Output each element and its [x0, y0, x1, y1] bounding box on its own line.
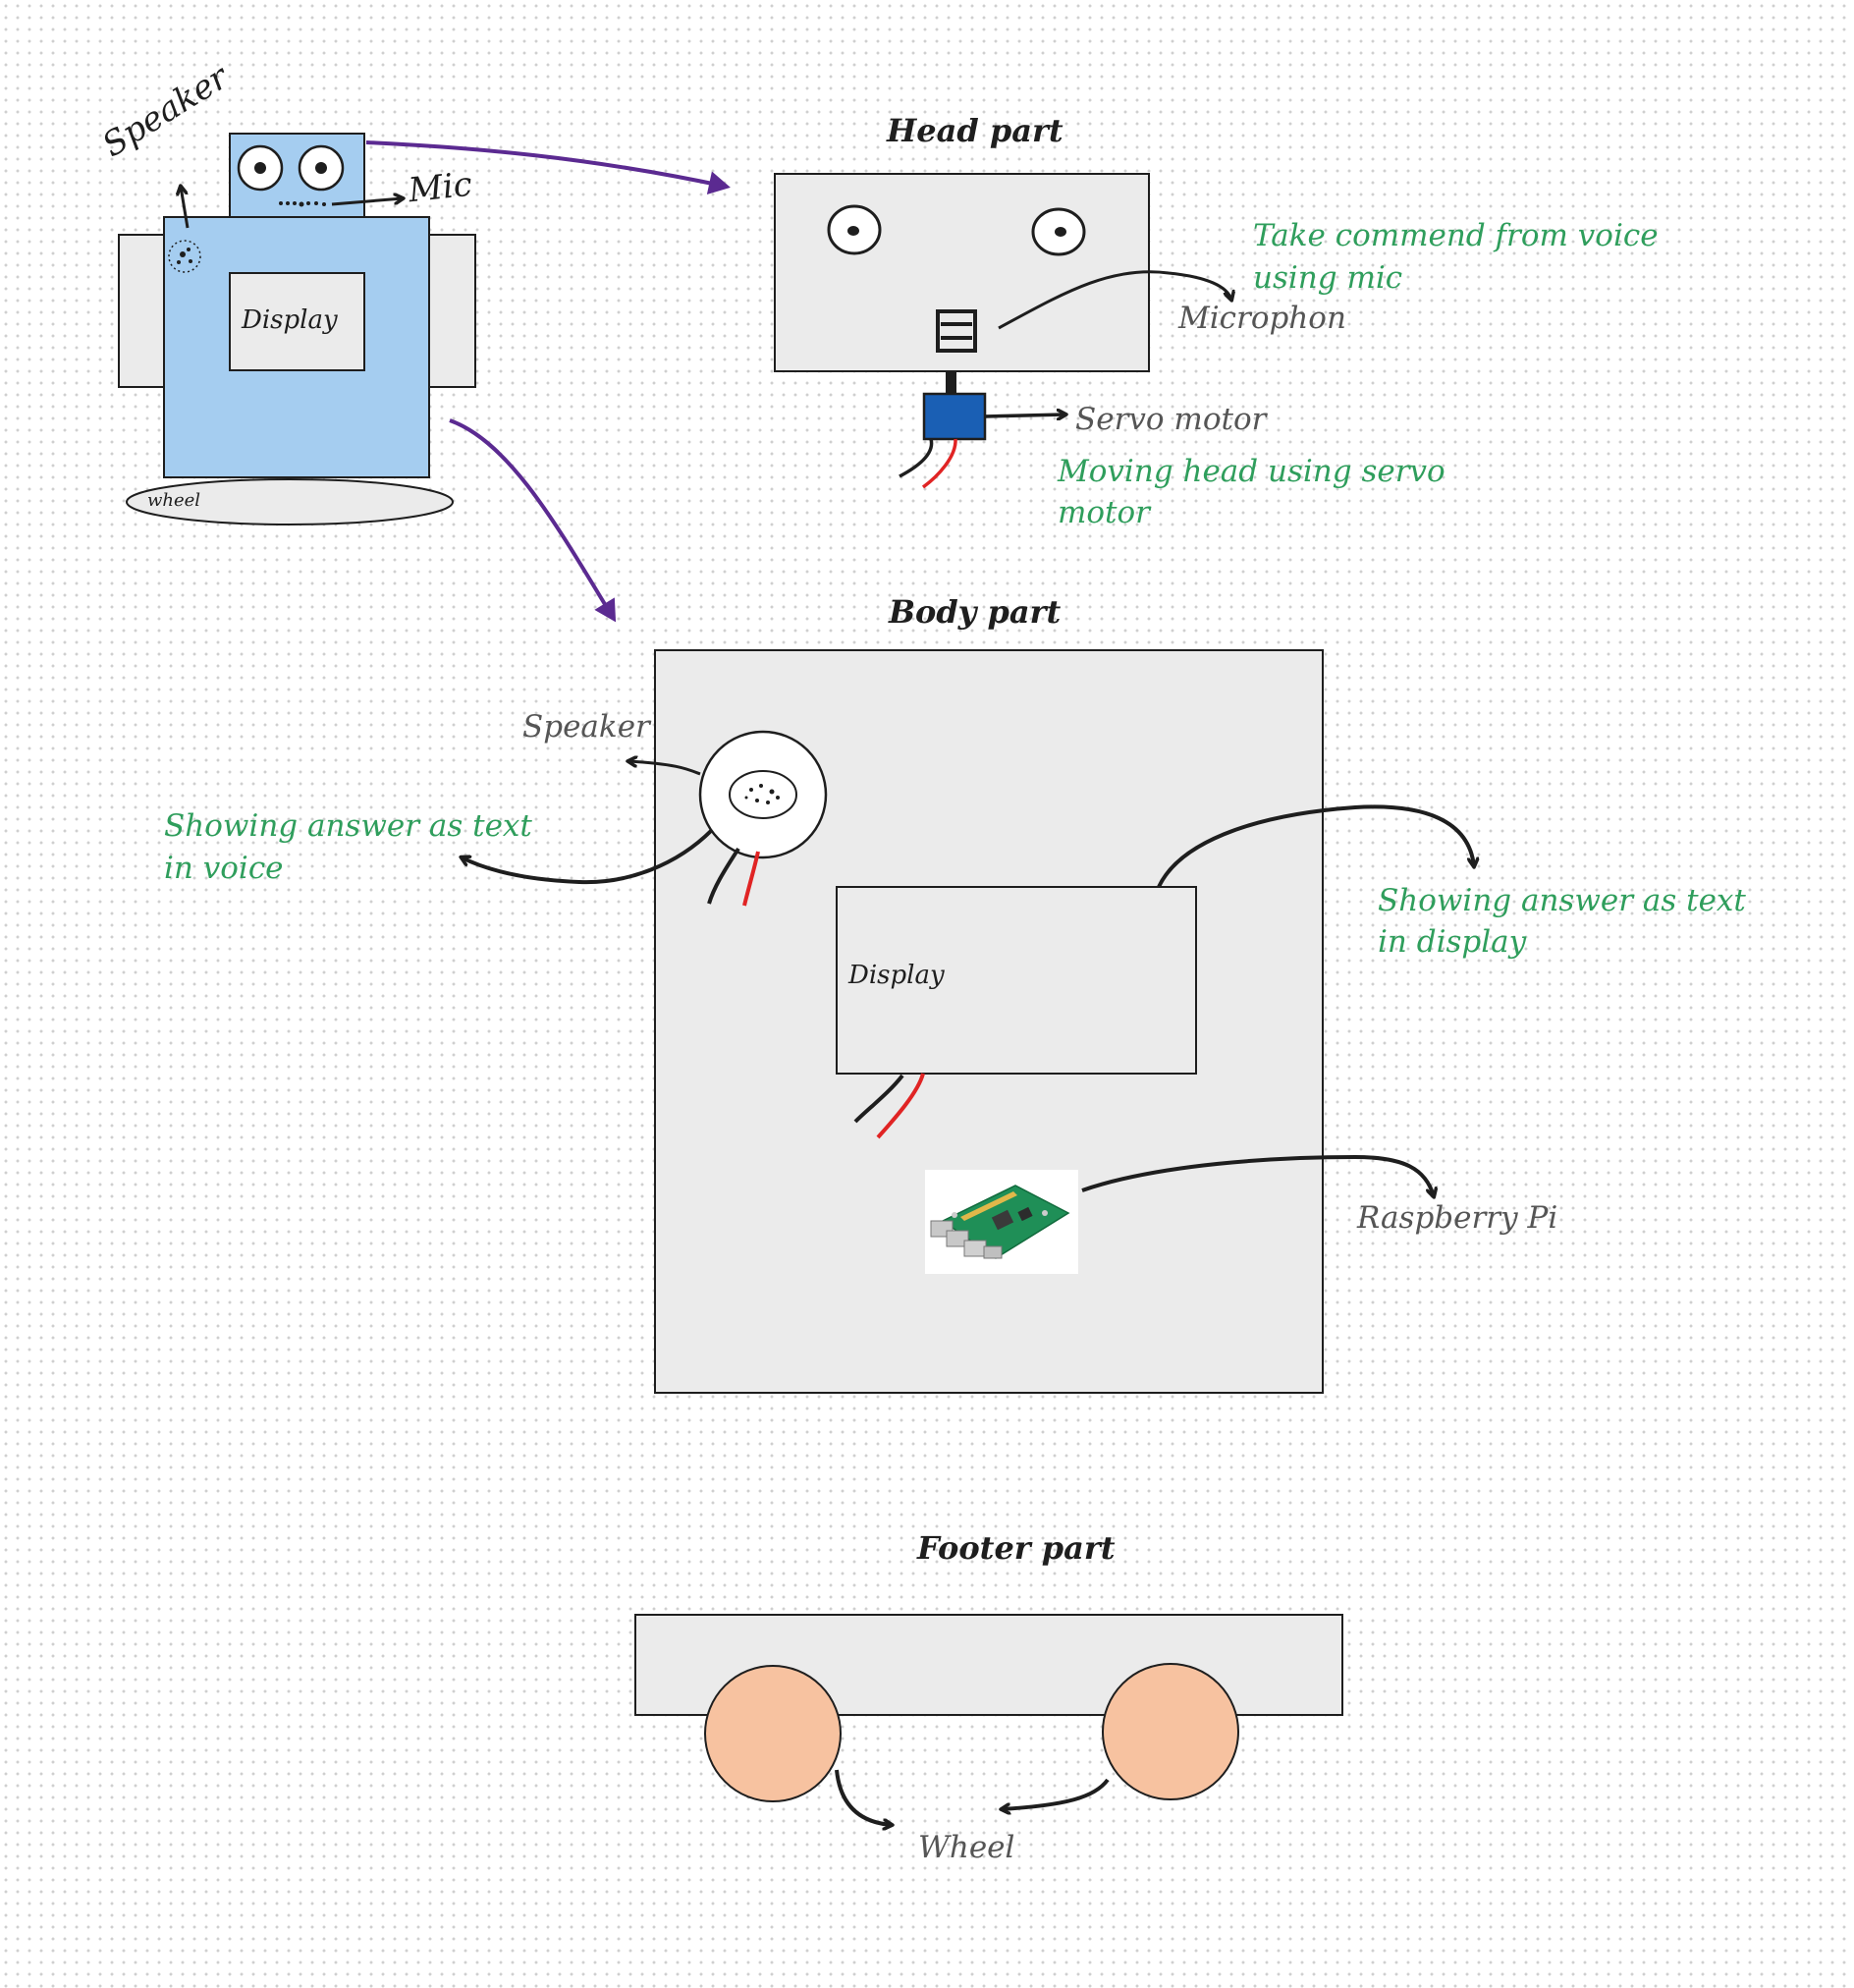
footer-part-title: Footer part: [917, 1529, 1116, 1567]
raspberry-pi-image: [925, 1170, 1078, 1274]
robot-display: [229, 272, 365, 371]
robot-wheel: [126, 478, 454, 525]
servo-wire-red: [921, 438, 957, 489]
robot-mic-dots: [279, 201, 326, 207]
arrow-to-head-part: [365, 140, 731, 194]
robot-left-arm: [118, 234, 165, 388]
overview-mic-label: Mic: [407, 164, 474, 211]
body-speaker-label: Speaker: [522, 709, 650, 745]
arrow-to-body-part: [449, 418, 617, 623]
left-wheel-arrow: [835, 1769, 892, 1825]
speaker-wire-black: [707, 847, 740, 905]
speaker-wire-red: [742, 851, 760, 907]
mic-pointer-arrow: [331, 198, 403, 206]
overview-wheel-label: wheel: [147, 490, 201, 511]
body-part-title: Body part: [889, 593, 1062, 631]
head-part: [774, 173, 1231, 489]
display-note-line1: Showing answer as text: [1378, 883, 1746, 918]
microphone-label: Microphon: [1178, 301, 1346, 336]
right-wheel-arrow: [1002, 1778, 1110, 1809]
microphone-note-line2: using mic: [1253, 260, 1403, 296]
overview-display-label: Display: [242, 305, 338, 335]
head-box: [774, 173, 1150, 372]
servo-note-line1: Moving head using servo: [1058, 454, 1445, 489]
body-display-label: Display: [848, 961, 945, 990]
robot-right-arm: [428, 234, 476, 388]
servo-motor-label: Servo motor: [1075, 402, 1267, 437]
raspberry-pi-label: Raspberry Pi: [1357, 1200, 1558, 1236]
body-part: [462, 649, 1474, 1394]
display-wire-black: [853, 1074, 904, 1124]
speaker-cone: [729, 770, 797, 819]
servo-wire-black: [899, 438, 934, 478]
display-note-arrow: [1157, 804, 1474, 888]
servo-shaft: [946, 371, 956, 393]
servo-note-line2: motor: [1058, 495, 1150, 530]
speaker-label-arrow: [628, 761, 701, 776]
servo-arrow: [984, 414, 1065, 416]
display-note-line2: in display: [1378, 924, 1527, 960]
head-part-title: Head part: [887, 112, 1063, 149]
microphone-note-line1: Take commend from voice: [1253, 218, 1659, 253]
footer-left-wheel: [704, 1665, 842, 1802]
footer-right-wheel: [1102, 1663, 1239, 1800]
robot-speaker-grille: [168, 240, 201, 273]
footer-wheel-label: Wheel: [918, 1830, 1015, 1865]
microphone-arrow: [998, 270, 1231, 330]
footer-part: [634, 1614, 1343, 1825]
speaker-grille-dots: [744, 784, 780, 804]
servo-motor: [922, 392, 987, 441]
robot-overview: [118, 133, 476, 525]
speaker-note-line1: Showing answer as text: [164, 808, 532, 844]
raspberry-pi-arrow: [1081, 1154, 1434, 1196]
speaker-note-arrow: [462, 828, 714, 885]
speaker-pointer-arrow: [181, 187, 190, 229]
microphone-icon: [936, 309, 977, 353]
display-wire-red: [876, 1073, 925, 1139]
speaker-note-line2: in voice: [164, 851, 284, 886]
body-display: [836, 886, 1197, 1075]
